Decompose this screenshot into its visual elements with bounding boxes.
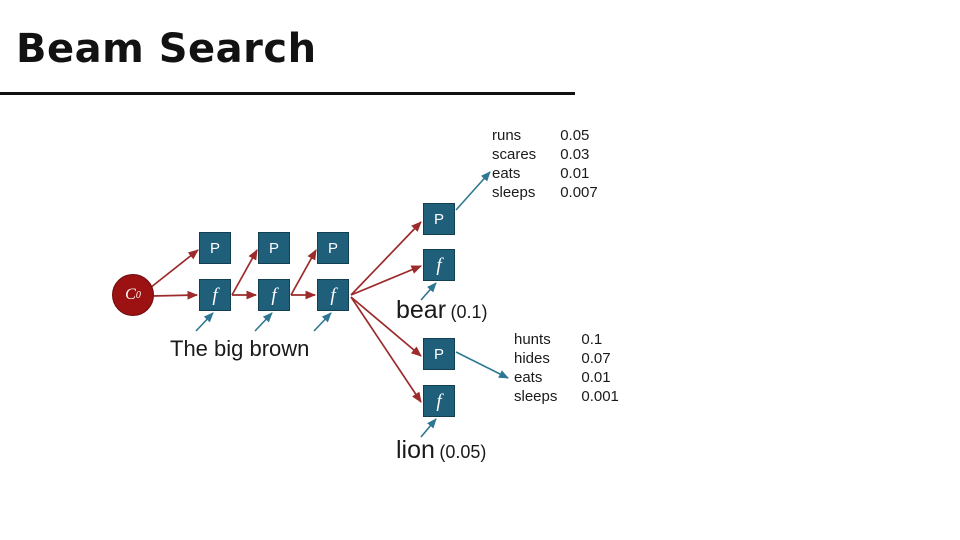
arrow-f3-to-p-lion (350, 296, 422, 357)
candidate-word: hides (514, 350, 550, 367)
candidate-row: hunts 0.1 (514, 332, 619, 351)
arrow-f3-to-p-bear (350, 221, 422, 296)
arrow-p-lion-to-candidates (455, 351, 509, 379)
arrow-input-to-f2 (254, 312, 273, 332)
candidate-prob: 0.01 (581, 369, 611, 386)
arrow-f1-to-p2 (231, 249, 258, 296)
candidate-prob: 0.001 (581, 388, 619, 405)
arrow-p-bear-to-candidates (455, 171, 491, 211)
node-p-step3[interactable]: P (317, 232, 349, 264)
candidate-word: sleeps (492, 184, 536, 201)
arrow-f3-to-f-lion (350, 296, 422, 403)
candidate-word: eats (514, 369, 543, 386)
context-node-label: C (125, 286, 136, 303)
branch-prob-lion: (0.05) (439, 442, 487, 462)
context-node-subscript: 0 (135, 289, 141, 301)
candidate-word: runs (492, 127, 522, 144)
candidate-row: scares 0.03 (492, 147, 598, 166)
candidate-word: hunts (514, 331, 551, 348)
candidate-prob: 0.03 (560, 146, 590, 163)
candidate-word: scares (492, 146, 537, 163)
title-divider (0, 92, 575, 95)
candidate-row: sleeps 0.007 (492, 185, 598, 204)
branch-label-bear: bear (0.1) (396, 296, 488, 325)
node-p-step1[interactable]: P (199, 232, 231, 264)
candidate-row: runs 0.05 (492, 128, 598, 147)
candidate-prob: 0.01 (560, 165, 590, 182)
node-p-branch-lion[interactable]: P (423, 338, 455, 370)
branch-word-lion: lion (396, 436, 435, 464)
candidate-prob: 0.1 (581, 331, 603, 348)
node-f-branch-lion[interactable]: f (423, 385, 455, 417)
arrow-lion-to-f (420, 418, 437, 438)
candidate-word: eats (492, 165, 521, 182)
candidate-prob: 0.007 (560, 184, 598, 201)
page-title: Beam Search (16, 26, 317, 72)
arrow-c0-to-f1 (151, 290, 199, 300)
candidate-list-lion: hunts 0.1 hides 0.07 eats 0.01 sleeps 0.… (514, 332, 619, 408)
candidate-row: sleeps 0.001 (514, 389, 619, 408)
arrow-bear-to-f (420, 282, 437, 301)
node-f-step3[interactable]: f (317, 279, 349, 311)
candidate-row: eats 0.01 (514, 370, 619, 389)
node-p-branch-bear[interactable]: P (423, 203, 455, 235)
arrow-f2-to-p3 (290, 249, 317, 296)
candidate-list-bear: runs 0.05 scares 0.03 eats 0.01 sleeps 0… (492, 128, 598, 204)
node-f-step2[interactable]: f (258, 279, 290, 311)
node-p-step2[interactable]: P (258, 232, 290, 264)
input-sequence-caption: The big brown (170, 336, 310, 361)
node-f-branch-bear[interactable]: f (423, 249, 455, 281)
branch-word-bear: bear (396, 296, 447, 324)
branch-label-lion: lion (0.05) (396, 436, 486, 465)
node-f-step1[interactable]: f (199, 279, 231, 311)
arrow-c0-to-p1 (149, 249, 199, 289)
arrow-f3-to-f-bear (350, 265, 422, 296)
candidate-row: eats 0.01 (492, 166, 598, 185)
arrow-input-to-f3 (313, 312, 332, 332)
candidate-prob: 0.05 (560, 127, 590, 144)
candidate-row: hides 0.07 (514, 351, 619, 370)
branch-prob-bear: (0.1) (450, 302, 488, 322)
candidate-prob: 0.07 (581, 350, 611, 367)
candidate-word: sleeps (514, 388, 558, 405)
arrow-input-to-f1 (195, 312, 214, 332)
